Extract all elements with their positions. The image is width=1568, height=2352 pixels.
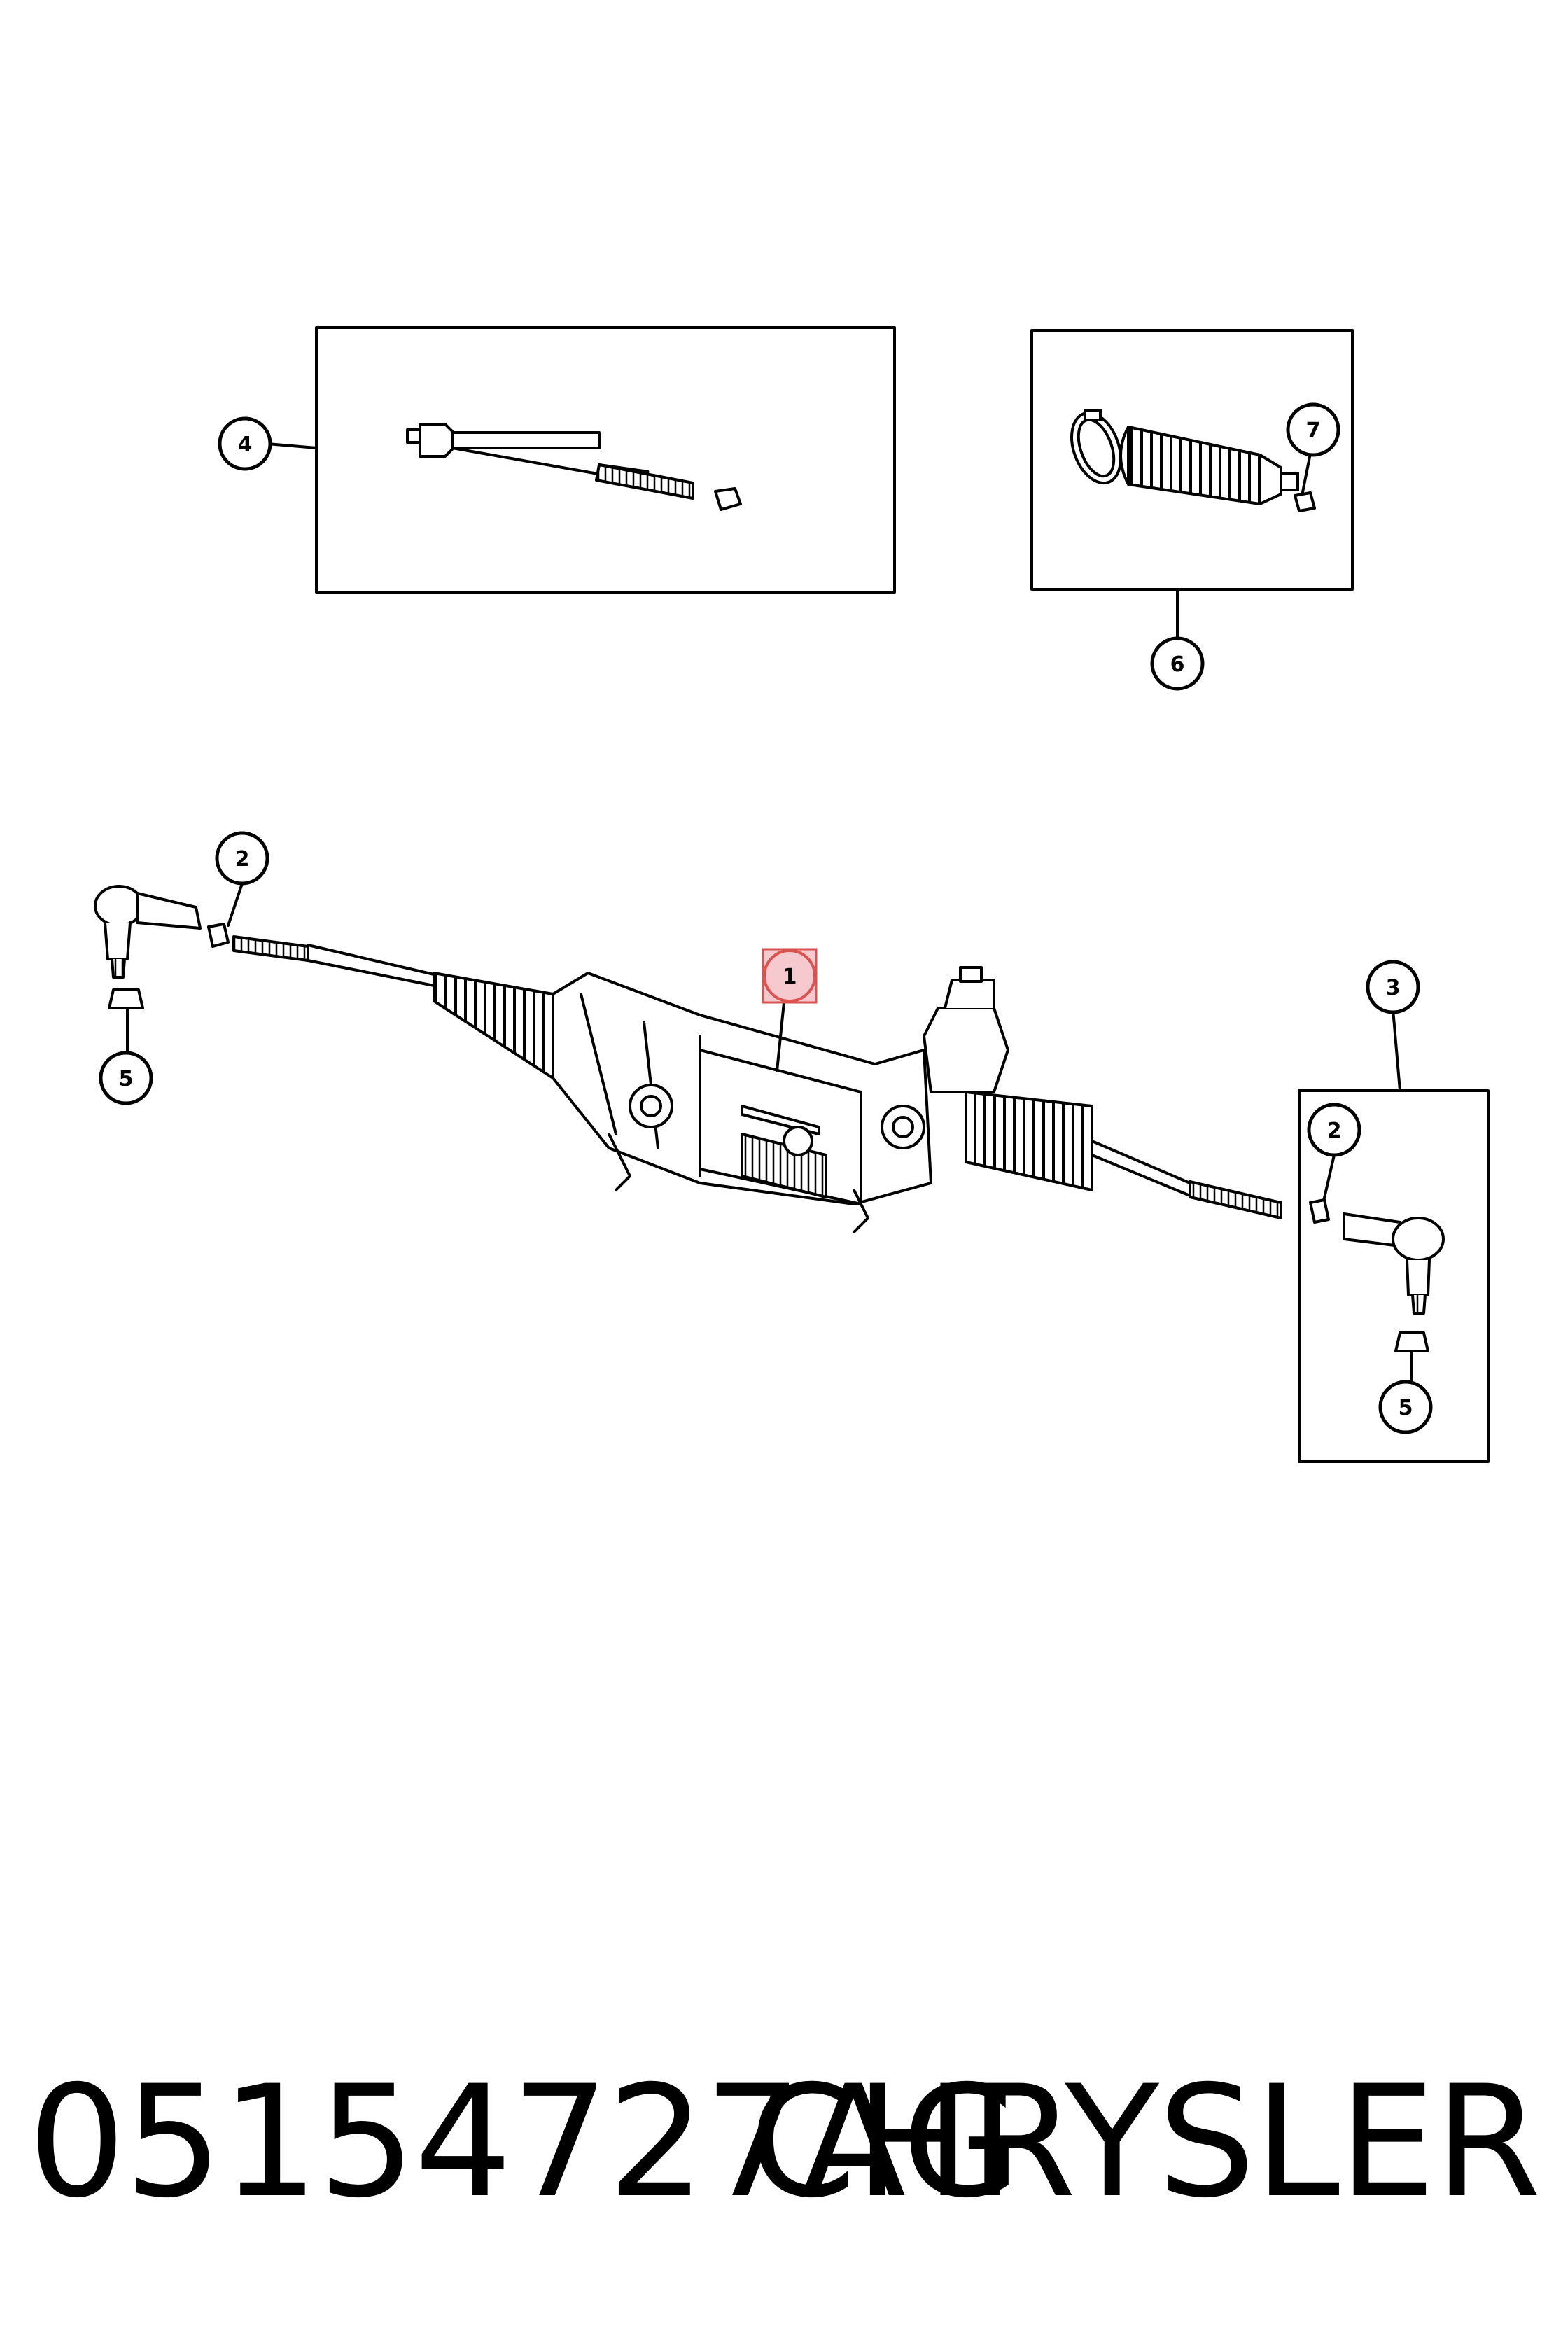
outer-tie-rod-end-left	[94, 885, 202, 979]
callout-3[interactable]: 3	[1366, 960, 1420, 1014]
inner-tie-rod	[406, 423, 742, 511]
leader-7	[1301, 452, 1312, 497]
callout-7[interactable]: 7	[1286, 402, 1340, 457]
nut-left	[108, 988, 144, 1009]
outer-tie-rod-end-right	[1343, 1212, 1445, 1315]
callout-1-label: 1	[783, 965, 797, 989]
leader-1	[776, 1001, 785, 1072]
callout-7-label: 7	[1306, 419, 1321, 443]
jam-nut-left	[207, 923, 230, 948]
callout-2a-label: 2	[235, 847, 250, 872]
leader-4	[266, 442, 318, 449]
brand-name: CHRYSLER	[748, 2052, 1541, 2232]
callout-5a[interactable]: 5	[99, 1051, 153, 1105]
nut-right	[1394, 1331, 1429, 1352]
callout-6[interactable]: 6	[1150, 636, 1205, 691]
inner-tie-rod-box	[315, 326, 896, 594]
boot-kit-box	[1030, 329, 1354, 591]
callout-1[interactable]: 1	[762, 948, 818, 1004]
callouts: 1 2 2 3 4 5 5 6	[99, 402, 1433, 1434]
part-number: 05154727AG	[28, 2052, 1021, 2232]
callout-4[interactable]: 4	[218, 416, 272, 471]
callout-4-label: 4	[238, 433, 253, 457]
boot-clamp	[1070, 409, 1122, 485]
callout-5b[interactable]: 5	[1378, 1380, 1433, 1434]
jam-nut-right	[1309, 1198, 1330, 1224]
leader-3	[1392, 1008, 1401, 1092]
callout-2a[interactable]: 2	[215, 831, 270, 886]
rack-boot	[1119, 426, 1299, 505]
steering-gear-assembly	[232, 935, 1282, 1233]
callout-2b[interactable]: 2	[1307, 1102, 1362, 1157]
callout-6-label: 6	[1170, 652, 1185, 677]
callout-3-label: 3	[1386, 976, 1401, 1000]
outer-tie-rod-end-box	[1298, 1089, 1490, 1463]
leader-2a	[227, 882, 244, 927]
boot-clip	[1294, 491, 1316, 512]
leader-2b	[1322, 1154, 1336, 1205]
callout-5b-label: 5	[1399, 1396, 1413, 1420]
callout-2b-label: 2	[1327, 1119, 1342, 1143]
callout-5a-label: 5	[119, 1067, 134, 1091]
footer: 05154727AG CHRYSLER	[28, 2051, 1541, 2233]
